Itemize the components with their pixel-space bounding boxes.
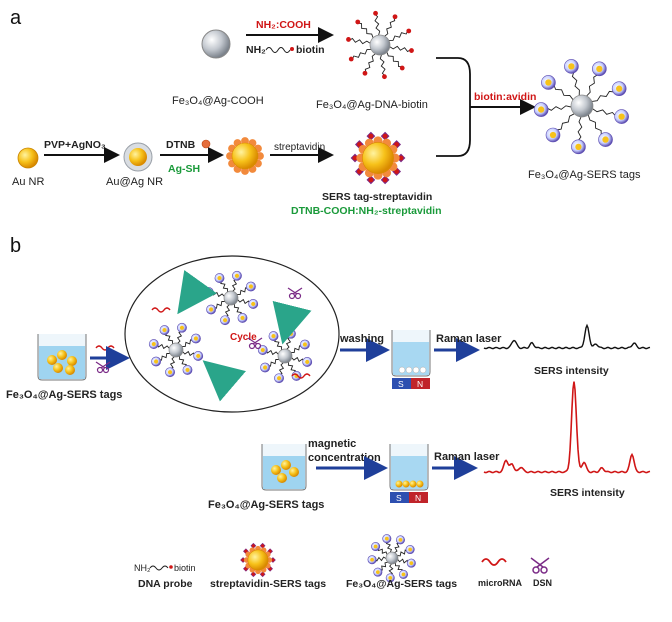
label-streptavidin: streptavidin bbox=[274, 142, 325, 153]
beaker-concentrated bbox=[389, 444, 429, 491]
legend-probe-prefix: NH₂ bbox=[134, 563, 151, 573]
magnet-2-s: S bbox=[396, 493, 402, 503]
fe3o4-ag-dna-biotin-particle bbox=[346, 10, 414, 80]
label-raman-1: Raman laser bbox=[436, 333, 502, 345]
dsn-scissors-icon-c2 bbox=[247, 337, 263, 350]
label-sers-intensity-2: SERS intensity bbox=[550, 487, 625, 499]
label-pvp: PVP+AgNO₃ bbox=[44, 139, 106, 151]
label-au-nr: Au NR bbox=[12, 176, 44, 188]
label-washing: washing bbox=[339, 333, 384, 345]
label-probe-suffix: biotin bbox=[296, 44, 325, 56]
label-nh2-cooh: NH₂:COOH bbox=[256, 19, 311, 31]
microrna-icon-left bbox=[95, 345, 115, 351]
cycle-arrow-3 bbox=[202, 360, 246, 402]
legend-probe-wave-icon bbox=[149, 565, 169, 571]
dtnb-molecule-icon bbox=[201, 139, 211, 149]
fe3o4-ag-cooh-particle bbox=[201, 29, 231, 59]
cycle-arrow-2 bbox=[272, 300, 312, 345]
magnet-2: S N bbox=[390, 492, 428, 503]
legend-microrna-icon bbox=[481, 558, 507, 566]
label-dtnb: DTNB bbox=[166, 139, 196, 151]
label-sers-intensity-1: SERS intensity bbox=[534, 365, 609, 377]
label-biotin-avidin: biotin:avidin bbox=[474, 91, 536, 103]
fe3o4-ag-sers-tag-particle bbox=[533, 59, 629, 155]
dtnb-labelled-particle bbox=[226, 137, 264, 175]
legend-microrna: microRNA bbox=[478, 578, 523, 588]
magnet-1-s: S bbox=[398, 379, 404, 389]
label-concentration: concentration bbox=[308, 452, 381, 464]
panel-b-label: b bbox=[10, 235, 21, 257]
legend-fe-tags: Fe₃O₄@Ag-SERS tags bbox=[346, 578, 457, 590]
microrna-icon-c2 bbox=[291, 373, 311, 379]
au-nr-particle bbox=[17, 147, 39, 169]
sers-tag-streptavidin-particle bbox=[350, 131, 406, 185]
cycle-arrow-1 bbox=[177, 270, 217, 315]
magnet-1-n: N bbox=[417, 379, 423, 389]
label-raman-2: Raman laser bbox=[434, 451, 500, 463]
magnet-2-n: N bbox=[415, 493, 421, 503]
dsn-scissors-icon-c1 bbox=[287, 287, 303, 300]
label-fe-sers-tags-b2: Fe₃O₄@Ag-SERS tags bbox=[208, 499, 324, 511]
probe-wave-icon bbox=[265, 47, 291, 53]
legend-probe-suffix: biotin bbox=[174, 563, 196, 573]
au-ag-nr-particle bbox=[123, 142, 153, 172]
legend-dsn: DSN bbox=[533, 578, 552, 588]
beaker-washed bbox=[391, 330, 431, 377]
label-fe-dna-biotin: Fe₃O₄@Ag-DNA-biotin bbox=[316, 99, 428, 111]
legend-dsn-scissors-icon bbox=[530, 557, 550, 574]
label-fe-cooh: Fe₃O₄@Ag-COOH bbox=[172, 95, 264, 107]
label-fe-sers-tags-a: Fe₃O₄@Ag-SERS tags bbox=[528, 169, 641, 181]
label-dtnb-cooh: DTNB-COOH:NH₂-streptavidin bbox=[291, 205, 442, 217]
dsn-scissors-icon-left bbox=[95, 361, 111, 374]
cycle-ellipse bbox=[124, 255, 340, 413]
sers-spectrum-weak bbox=[483, 323, 651, 350]
legend-streptavidin-tag bbox=[240, 542, 276, 578]
legend-strep-tags: streptavidin-SERS tags bbox=[210, 578, 326, 590]
merge-bracket bbox=[436, 57, 471, 157]
beaker-control bbox=[261, 444, 307, 491]
label-fe-sers-tags-b1: Fe₃O₄@Ag-SERS tags bbox=[6, 389, 122, 401]
label-cycle: Cycle bbox=[230, 332, 257, 343]
label-probe-prefix: NH₂ bbox=[246, 44, 266, 56]
legend-biotin-dot-icon bbox=[169, 565, 173, 569]
beaker-left bbox=[37, 334, 87, 381]
label-sers-tag-strep: SERS tag-streptavidin bbox=[322, 191, 432, 203]
legend-dna-probe: DNA probe bbox=[138, 578, 193, 590]
label-ag-sh: Ag-SH bbox=[168, 163, 200, 175]
panel-a-label: a bbox=[10, 7, 22, 29]
magnet-1: S N bbox=[392, 378, 430, 389]
label-au-ag-nr: Au@Ag NR bbox=[106, 176, 163, 188]
biotin-dot-icon bbox=[290, 47, 294, 51]
sers-spectrum-strong bbox=[483, 381, 651, 474]
label-magnetic: magnetic bbox=[308, 438, 356, 450]
legend-fe-tag bbox=[367, 534, 416, 583]
microrna-icon-c1 bbox=[151, 307, 171, 313]
